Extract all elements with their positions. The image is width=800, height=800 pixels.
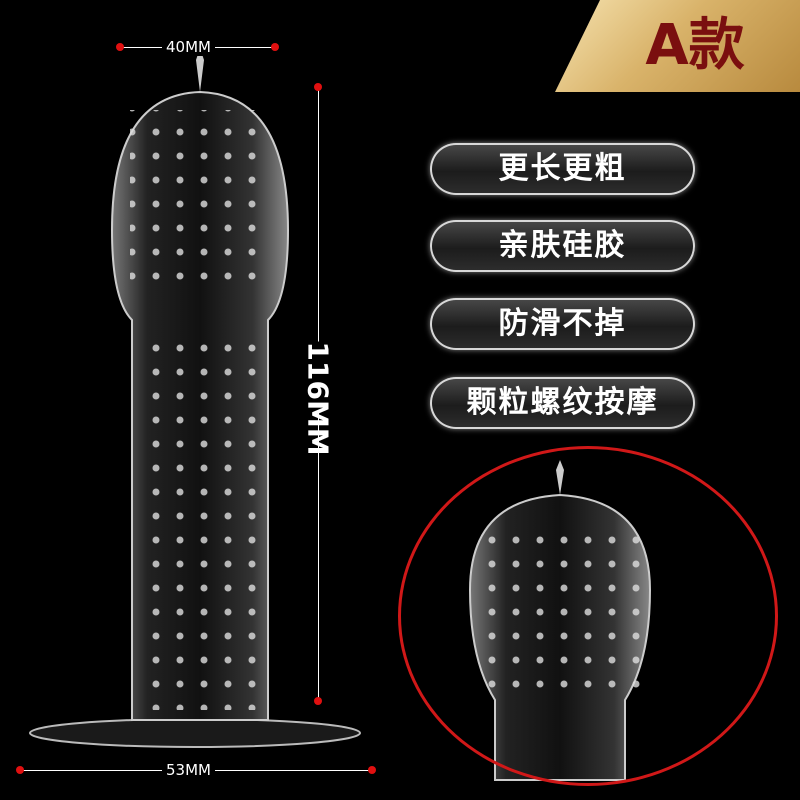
detail-highlight-circle xyxy=(398,446,778,786)
product-main xyxy=(29,48,361,748)
dimension-endpoint xyxy=(314,83,322,91)
dimension-endpoint xyxy=(314,697,322,705)
feature-pill: 亲肤硅胶 xyxy=(430,220,695,272)
dimension-endpoint xyxy=(16,766,24,774)
badge-background xyxy=(555,0,800,92)
length-label: 116MM xyxy=(301,341,335,456)
top-width-label: 40MM xyxy=(162,38,215,56)
base-width-label: 53MM xyxy=(162,761,215,779)
dimension-endpoint xyxy=(271,43,279,51)
feature-pill: 颗粒螺纹按摩 xyxy=(430,377,695,429)
model-badge: A款 xyxy=(645,13,745,78)
feature-pill: 更长更粗 xyxy=(430,143,695,195)
feature-pill: 防滑不掉 xyxy=(430,298,695,350)
dimension-endpoint xyxy=(116,43,124,51)
dimension-endpoint xyxy=(368,766,376,774)
